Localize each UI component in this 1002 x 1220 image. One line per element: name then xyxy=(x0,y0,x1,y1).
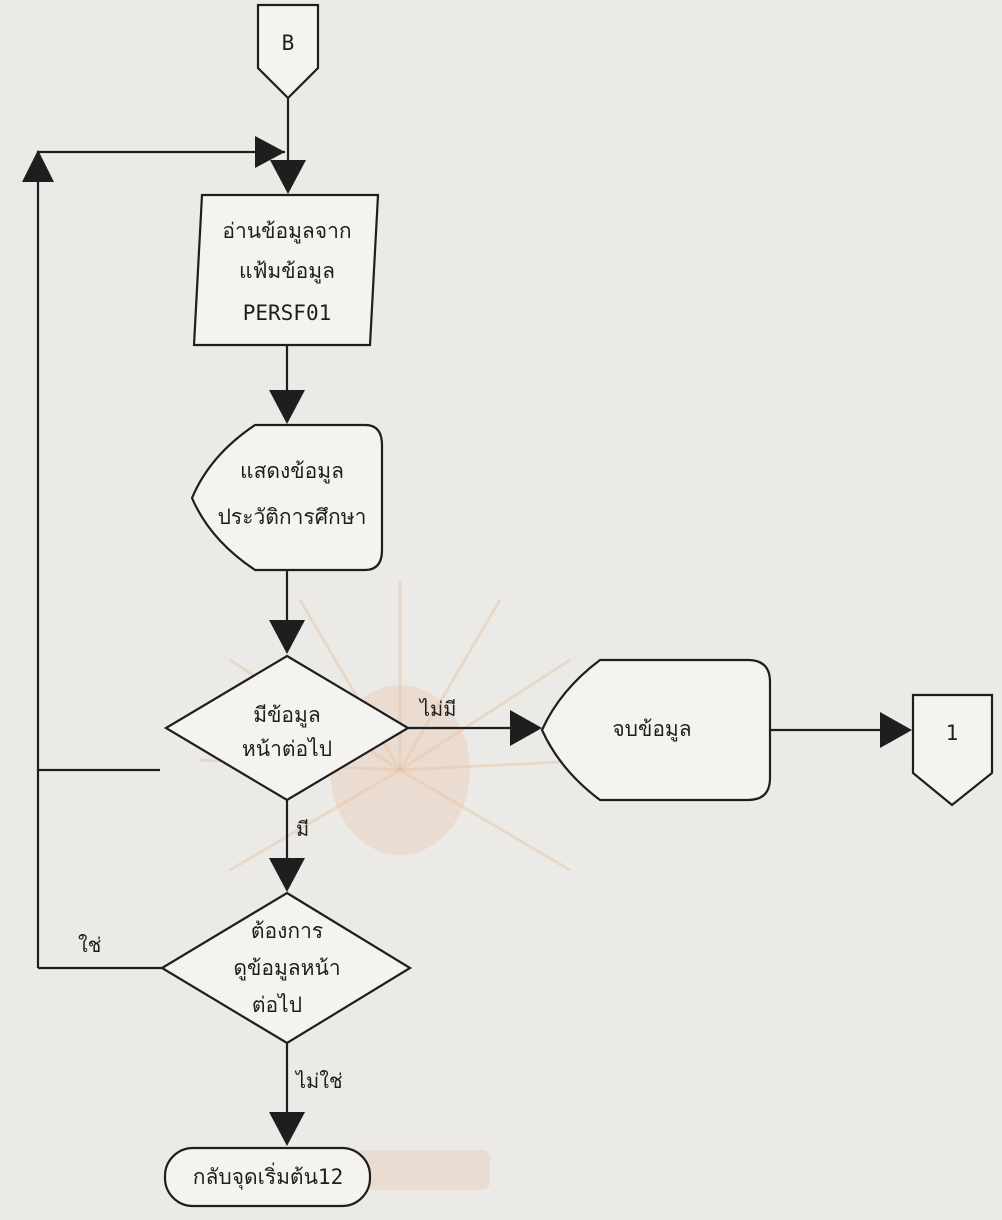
node-end-data-label: จบข้อมูล xyxy=(612,717,691,742)
node-terminal: กลับจุดเริ่มต้น12 xyxy=(163,1146,372,1208)
arrowhead-connector-1 xyxy=(880,712,912,748)
node-read-line-3: PERSF01 xyxy=(243,301,332,325)
decision-view-line-3: ต่อไป xyxy=(252,993,302,1017)
node-read-data: อ่านข้อมูลจาก แฟ้มข้อมูล PERSF01 xyxy=(192,193,380,347)
arrowhead-read xyxy=(270,160,306,194)
label-has-more: มี xyxy=(296,817,309,841)
connector-b: B xyxy=(256,3,320,100)
label-no-more: ไม่มี xyxy=(418,697,456,721)
connector-b-label: B xyxy=(282,31,295,55)
arrowhead-decision-view xyxy=(269,858,305,892)
decision-view-rhombus: ต้องการ ดูข้อมูลหน้า ต่อไป xyxy=(159,891,413,1045)
arrowhead-terminal xyxy=(269,1112,305,1146)
loop-merge-arrowhead xyxy=(255,136,285,168)
node-end-data: จบข้อมูล xyxy=(540,658,772,802)
node-display: แสดงข้อมูล ประวัติการศึกษา xyxy=(190,423,384,572)
connector-1-label: 1 xyxy=(946,721,959,745)
loop-back-arrowhead xyxy=(22,150,54,182)
decision-view-line-1: ต้องการ xyxy=(251,919,323,943)
node-decision-more-data: มีข้อมูล หน้าต่อไป xyxy=(163,654,411,802)
arrowhead-end-data xyxy=(510,710,542,746)
arrowhead-decision-more xyxy=(269,620,305,654)
decision-view-line-2: ดูข้อมูลหน้า xyxy=(233,956,340,981)
decision-more-line-1: มีข้อมูล xyxy=(253,703,321,728)
loop-back-line xyxy=(36,150,285,772)
node-read-line-1: อ่านข้อมูลจาก xyxy=(222,219,351,244)
node-display-line-1: แสดงข้อมูล xyxy=(240,459,344,484)
arrowhead-display xyxy=(269,390,305,424)
node-terminal-label: กลับจุดเริ่มต้น12 xyxy=(193,1162,343,1190)
connector-1: 1 xyxy=(911,693,994,807)
decision-more-line-2: หน้าต่อไป xyxy=(242,737,332,761)
label-yes: ใช่ xyxy=(78,933,101,957)
label-no: ไม่ใช่ xyxy=(294,1069,343,1093)
node-display-line-2: ประวัติการศึกษา xyxy=(218,505,367,529)
node-read-line-2: แฟ้มข้อมูล xyxy=(239,259,335,284)
